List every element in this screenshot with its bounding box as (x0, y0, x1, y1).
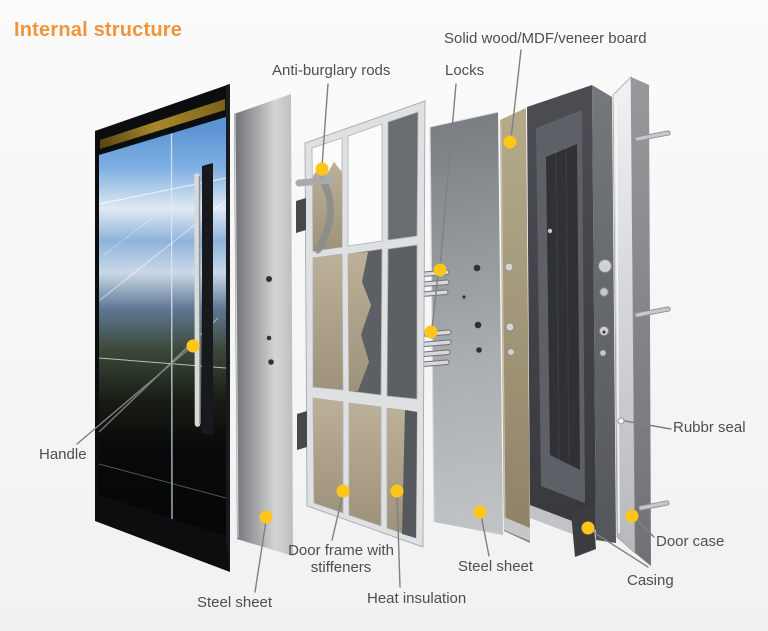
peephole (547, 228, 553, 234)
mdf-board-layer (500, 108, 530, 543)
marker-dots (186, 135, 639, 535)
label-locks: Locks (445, 62, 485, 79)
hinge (297, 411, 307, 450)
marker-steel-sheet-front (259, 510, 273, 524)
door-case-layer (612, 76, 671, 566)
hinge (296, 198, 306, 233)
label-casing: Casing (627, 572, 674, 589)
anti-burglary-pins (634, 130, 671, 511)
door-handle-bar (194, 173, 201, 427)
rubber-seal-strip (615, 101, 620, 534)
leader-lines (76, 49, 672, 593)
label-door-case: Door case (656, 533, 725, 550)
marker-steel-sheet-back (473, 505, 487, 519)
label-solid-wood: Solid wood/MDF/veneer board (444, 30, 647, 47)
marker-door-case (625, 509, 639, 523)
label-anti-burglary-rods: Anti-burglary rods (272, 62, 391, 79)
label-rubber-seal: Rubbr seal (673, 419, 746, 436)
marker-solid-wood (503, 135, 517, 149)
marker-door-frame (336, 484, 350, 498)
steel-sheet-back-layer (429, 111, 503, 535)
page-title: Internal structure (14, 19, 183, 41)
door-frame-layer (295, 100, 426, 548)
finished-door-layer (95, 84, 230, 572)
label-handle: Handle (39, 446, 87, 463)
marker-lock-upper (433, 263, 447, 277)
rubber-seal-point (617, 417, 625, 425)
anti-burglary-rod (295, 176, 336, 187)
gold-trim (100, 99, 225, 149)
casing-layer (527, 85, 616, 557)
lock-hardware (598, 259, 612, 357)
label-steel-sheet-front: Steel sheet (197, 594, 273, 611)
label-steel-sheet-back: Steel sheet (458, 558, 534, 575)
marker-handle (186, 339, 200, 353)
marker-anti-burglary-rods (315, 162, 329, 176)
glass-reflection (99, 117, 226, 536)
label-heat-insulation: Heat insulation (367, 590, 467, 607)
label-door-frame: Door frame with stiffeners (288, 542, 394, 576)
marker-casing (581, 521, 595, 535)
marker-heat-insulation (390, 484, 404, 498)
marker-lock-lower (424, 325, 438, 339)
steel-sheet-front-layer (234, 94, 293, 556)
